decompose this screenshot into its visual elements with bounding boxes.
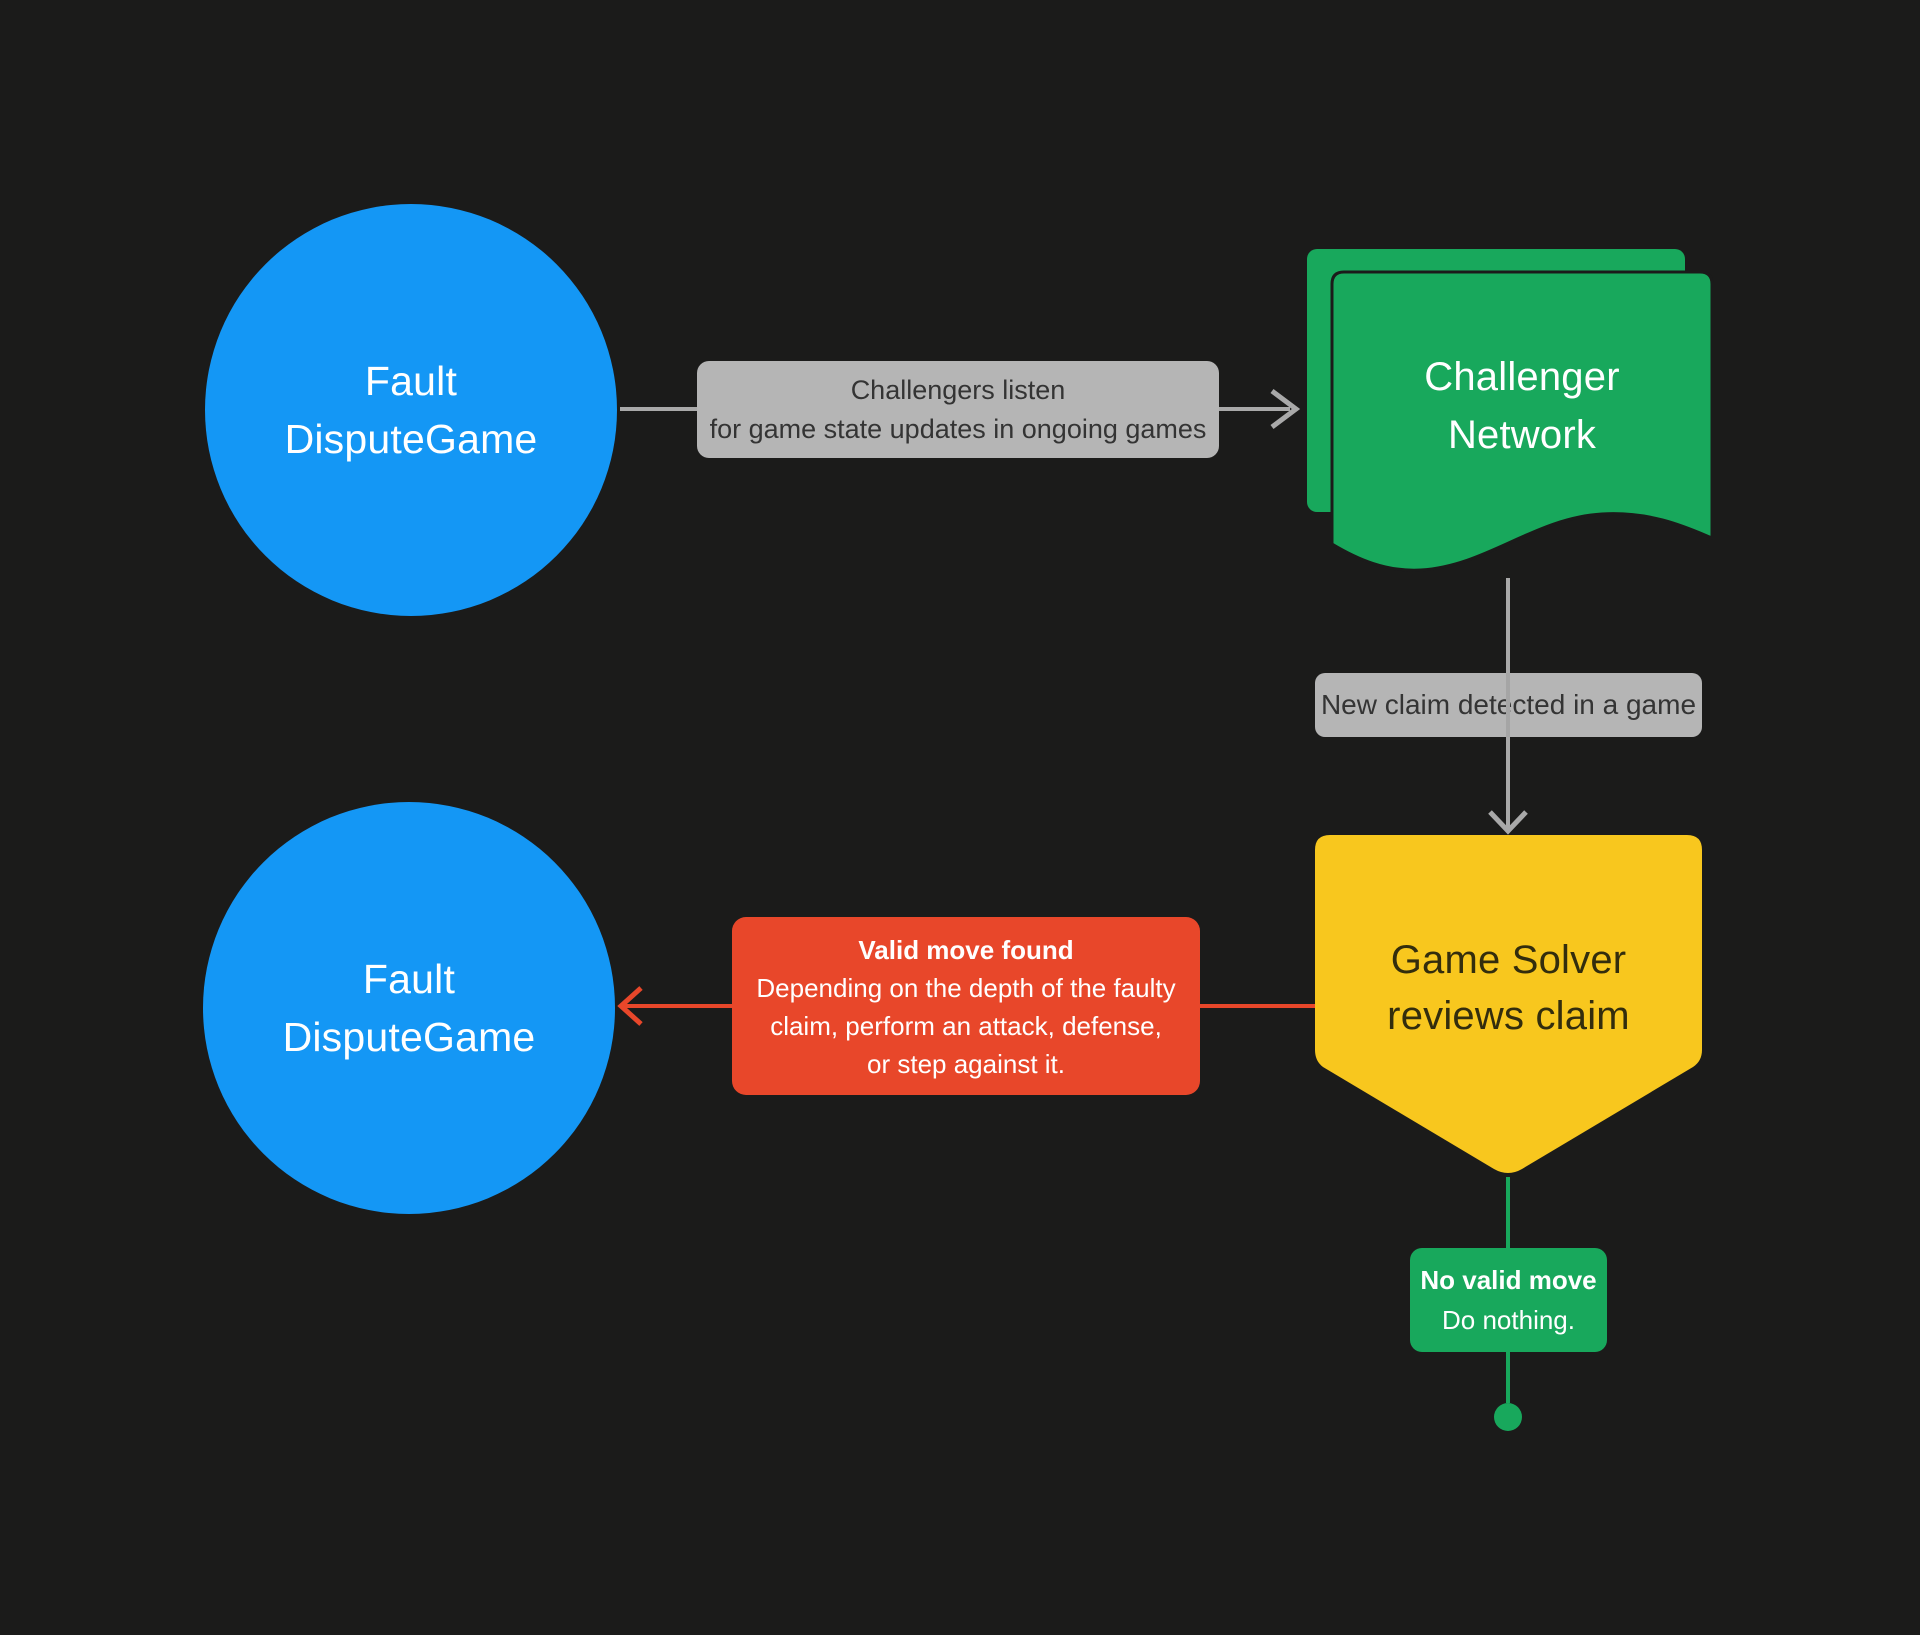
no-valid-move-title: No valid move [1420,1265,1597,1295]
node-fault-disputegame-top: Fault DisputeGame [205,204,617,616]
node-label-line: DisputeGame [284,416,538,462]
valid-move-body-line: claim, perform an attack, defense, [770,1011,1162,1041]
edge-line-through-label [1506,673,1510,737]
node-label-line: Fault [362,956,456,1002]
edge-label-line: for game state updates in ongoing games [709,413,1207,444]
node-challenger-network-shape [1330,270,1714,572]
valid-move-title: Valid move found [858,935,1074,965]
edge-label-challengers-listen: Challengers listen for game state update… [697,361,1219,458]
no-valid-move-body: Do nothing. [1442,1305,1575,1335]
node-challenger-network: Challenger Network [1332,272,1712,540]
node-label-line: Network [1447,413,1597,457]
terminal-dot [1494,1403,1522,1431]
edge-label-no-valid-move: No valid move Do nothing. [1410,1248,1607,1352]
node-label-line: DisputeGame [282,1014,536,1060]
node-fault-disputegame-bottom: Fault DisputeGame [203,802,615,1214]
node-fault-disputegame-bottom-shape [203,802,615,1214]
node-label-line: reviews claim [1387,993,1630,1038]
node-label-line: Game Solver [1390,937,1627,982]
node-game-solver: Game Solver reviews claim [1315,835,1702,1140]
node-game-solver-shape [1315,835,1702,1173]
edge-label-line: Challengers listen [850,374,1066,405]
arrowhead-down-icon [1488,810,1528,835]
arrowhead-right-icon [1270,389,1301,429]
valid-move-body-line: or step against it. [867,1049,1065,1079]
node-label-line: Challenger [1424,355,1620,399]
valid-move-body-line: Depending on the depth of the faulty [756,973,1176,1003]
edge-label-valid-move: Valid move found Depending on the depth … [732,917,1200,1095]
node-label-line: Fault [364,358,458,404]
arrowhead-left-icon [617,986,643,1026]
node-fault-disputegame-top-shape [205,204,617,616]
